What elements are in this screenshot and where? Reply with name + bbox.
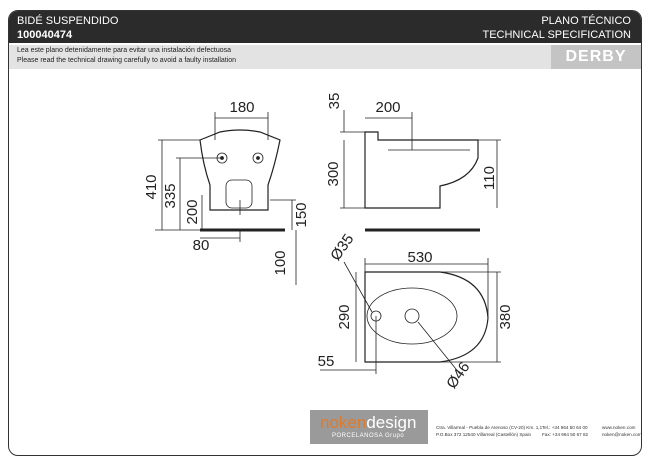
dim-front-180: 180 (229, 99, 254, 116)
plan-title-es: PLANO TÉCNICO (541, 15, 631, 27)
address-line-2: P.O.Box 372 12540 Villarreal (Castellón)… (436, 432, 532, 437)
dim-side-200: 200 (375, 99, 400, 116)
dim-front-410: 410 (143, 174, 160, 199)
dim-front-80: 80 (193, 237, 210, 254)
model-name: DERBY (551, 45, 641, 69)
dim-side-110: 110 (481, 166, 498, 190)
dim-front-100: 100 (272, 250, 289, 275)
plan-title-en: TECHNICAL SPECIFICATION (482, 29, 631, 41)
notice-es: Lea este plano detenidamente para evitar… (17, 47, 232, 54)
noken-logo: nokendesign PORCELANOSA Grupo (310, 410, 428, 444)
notice-bar: Lea este plano detenidamente para evitar… (9, 45, 641, 69)
side-view (340, 110, 501, 232)
dim-front-150: 150 (293, 202, 310, 227)
dim-top-290: 290 (336, 304, 353, 329)
phone-block: Tel.: +34 964 50 64 00 Fax: +34 964 50 6… (542, 424, 588, 438)
fax-number: Fax: +34 964 50 67 82 (542, 432, 589, 437)
dim-top-d46: Ø46 (443, 359, 473, 392)
notice-en: Please read the technical drawing carefu… (17, 57, 237, 64)
top-view (320, 258, 501, 375)
web-block: www.noken.com noken@noken.com (602, 424, 642, 438)
dim-top-d35: Ø35 (327, 231, 357, 264)
title-bar: BIDÉ SUSPENDIDO 100040474 PLANO TÉCNICO … (9, 11, 641, 43)
technical-sheet: BIDÉ SUSPENDIDO 100040474 PLANO TÉCNICO … (8, 10, 642, 456)
address-line-1: Ctra. Villarreal - Puebla de Arenoso (CV… (436, 425, 543, 430)
logo-wordmark: nokendesign (320, 413, 417, 432)
dim-side-35: 35 (326, 93, 343, 110)
dim-top-530: 530 (407, 249, 432, 266)
phone-number: Tel.: +34 964 50 64 00 (542, 425, 588, 430)
email-link[interactable]: noken@noken.com (602, 432, 642, 437)
address-block: Ctra. Villarreal - Puebla de Arenoso (CV… (436, 424, 542, 438)
dim-side-300: 300 (325, 161, 342, 186)
dim-front-335: 335 (162, 183, 179, 208)
dim-front-200: 200 (184, 199, 201, 224)
dim-top-380: 380 (497, 304, 514, 329)
dim-top-55: 55 (318, 353, 335, 370)
front-view (155, 112, 297, 285)
product-type: BIDÉ SUSPENDIDO (17, 15, 119, 27)
logo-subline: PORCELANOSA Grupo (332, 433, 405, 439)
product-code: 100040474 (17, 29, 73, 41)
website-link[interactable]: www.noken.com (602, 425, 636, 430)
